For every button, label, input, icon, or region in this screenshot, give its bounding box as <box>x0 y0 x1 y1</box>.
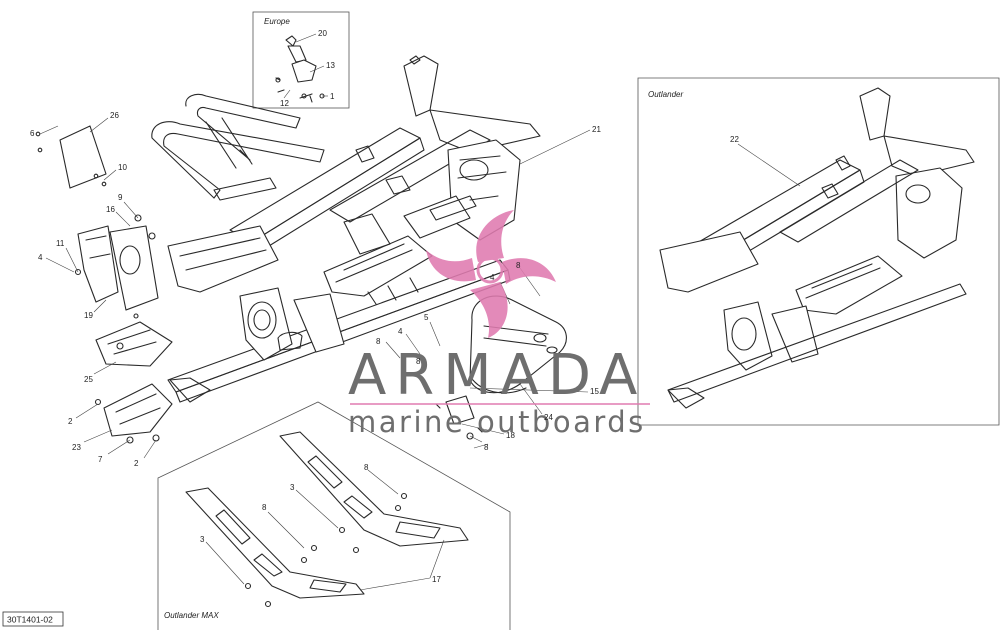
bracket-part-23 <box>94 383 173 444</box>
callout: 25 <box>84 375 93 384</box>
callout: 11 <box>56 239 65 248</box>
callout: 3 <box>200 535 205 544</box>
callout: 2 <box>68 417 73 426</box>
outlander-label: Outlander <box>648 90 683 99</box>
callout: 24 <box>544 413 553 422</box>
callout: 7 <box>98 455 103 464</box>
callout: 20 <box>318 29 327 38</box>
callout: 8 <box>376 337 381 346</box>
callout: 4 <box>38 253 43 262</box>
callout: 8 <box>364 463 369 472</box>
bracket-part-25 <box>95 313 173 367</box>
outlander-frame-part <box>659 87 975 409</box>
callout: 9 <box>118 193 123 202</box>
reference-code-box <box>2 611 64 627</box>
callout: 23 <box>72 443 81 452</box>
panel-part-26 <box>35 125 107 189</box>
callout: 22 <box>730 135 739 144</box>
callout: 3 <box>290 483 295 492</box>
main-frame-part <box>151 55 541 403</box>
callout: 8 <box>262 503 267 512</box>
reference-code: 30T1401-02 <box>7 615 53 625</box>
bracket-part-19 <box>74 214 159 311</box>
callout: 12 <box>280 99 289 108</box>
callout: 15 <box>590 387 599 396</box>
callout: 5 <box>424 313 429 322</box>
callout: 1 <box>330 92 335 101</box>
callout: 26 <box>110 111 119 120</box>
callout: 13 <box>326 61 335 70</box>
callout: 16 <box>106 205 115 214</box>
outlander-max-rail-part <box>185 431 469 608</box>
callout: 2 <box>134 459 139 468</box>
leader-lines <box>39 33 801 591</box>
callout: 19 <box>84 311 93 320</box>
outlander-inset-frame <box>637 77 1000 426</box>
callout: 17 <box>432 575 441 584</box>
callout: 8 <box>484 443 489 452</box>
callout: 4 <box>490 273 495 282</box>
callout-numbers: 20 13 12 1 26 6 10 9 16 11 4 19 25 2 23 … <box>30 29 739 584</box>
europe-label: Europe <box>264 17 290 26</box>
callout: 4 <box>398 327 403 336</box>
callout: 6 <box>30 129 35 138</box>
watermark-brand: ARMADA <box>348 343 646 408</box>
europe-inset-frame <box>252 11 350 109</box>
callout: 21 <box>592 125 601 134</box>
outlander-max-label: Outlander MAX <box>164 611 219 620</box>
callout: 8 <box>516 261 521 270</box>
armada-logo-icon <box>426 210 556 338</box>
callout: 10 <box>118 163 127 172</box>
callout: 18 <box>506 431 515 440</box>
callout: 8 <box>416 357 421 366</box>
outlander-max-inset-frame <box>157 401 511 630</box>
watermark-tagline: marine outboards <box>348 405 646 439</box>
